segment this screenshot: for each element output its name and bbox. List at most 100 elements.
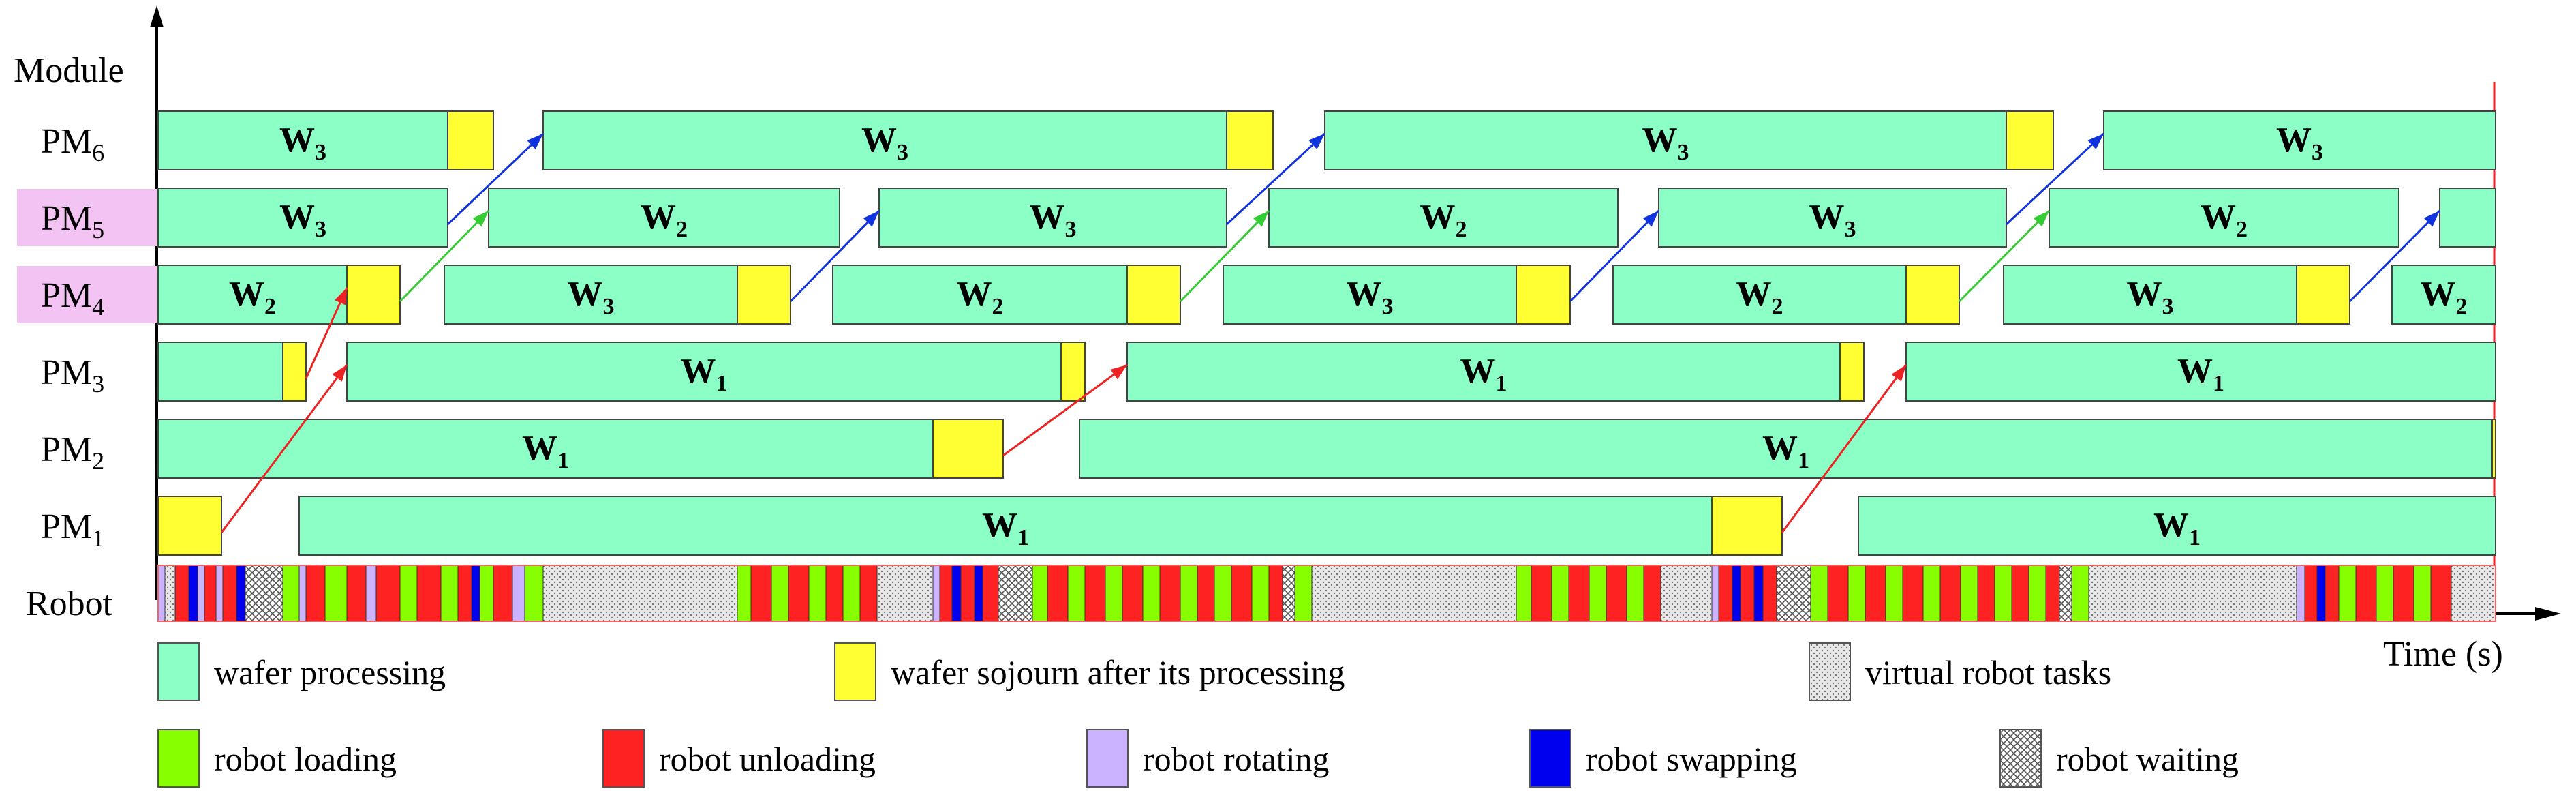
robot-segment-unloading-18	[416, 565, 442, 622]
robot-segment-loading-62	[1551, 565, 1569, 622]
row-highlight-pm5	[17, 189, 157, 246]
robot-segment-unloading-16	[375, 565, 401, 622]
robot-segment-loading-60	[1516, 565, 1532, 622]
transfer-arrowhead-icon-1	[472, 211, 489, 227]
processing-block-pm3-6	[1905, 342, 2496, 402]
robot-segment-loading-53	[1214, 565, 1232, 622]
robot-segment-virtual-103	[2451, 565, 2496, 622]
row-label-pm5: PM5	[41, 199, 104, 243]
robot-segment-virtual-35	[876, 565, 934, 622]
processing-block-pm6-0	[157, 110, 448, 170]
robot-segment-virtual-59	[1311, 565, 1517, 622]
legend-swatch-sojourn	[834, 642, 876, 701]
robot-segment-loading-86	[1994, 565, 2012, 622]
sojourn-block-pm1-0	[157, 496, 222, 556]
robot-segment-unloading-5	[204, 565, 217, 622]
robot-segment-unloading-85	[1977, 565, 1995, 622]
row-label-robot: Robot	[26, 584, 113, 623]
robot-segment-loading-101	[2413, 565, 2432, 622]
sojourn-block-pm3-5	[1839, 342, 1865, 402]
wafer-label-pm5-0: W3	[279, 198, 326, 242]
transfer-arrowhead-icon-2	[527, 134, 543, 150]
robot-segment-unloading-70	[1718, 565, 1733, 622]
robot-segment-loading-64	[1589, 565, 1607, 622]
robot-segment-swapping-71	[1732, 565, 1741, 622]
robot-segment-rotating-15	[365, 565, 377, 622]
transfer-arrow-6	[1179, 209, 1270, 303]
robot-segment-loading-55	[1251, 565, 1270, 622]
robot-segment-unloading-14	[346, 565, 367, 622]
robot-segment-unloading-2	[174, 565, 189, 622]
sojourn-block-pm3-1	[282, 342, 307, 402]
robot-segment-loading-17	[399, 565, 418, 622]
transfer-arrow-11	[2005, 132, 2105, 226]
legend-label-sojourn: wafer sojourn after its processing	[891, 653, 1345, 691]
robot-segment-unloading-67	[1643, 565, 1661, 622]
legend-swatch-processing	[157, 642, 200, 701]
robot-segment-unloading-94	[2304, 565, 2318, 622]
wafer-label-pm2-0: W1	[522, 429, 569, 473]
robot-segment-unloading-61	[1531, 565, 1552, 622]
legend-swatch-loading	[157, 729, 200, 788]
robot-segment-loading-31	[808, 565, 827, 622]
processing-block-pm4-10	[2003, 265, 2297, 325]
processing-block-pm3-0	[157, 342, 283, 402]
transfer-arrow-5	[1002, 363, 1128, 457]
processing-block-pm4-12	[2391, 265, 2496, 325]
y-axis-title: Module	[14, 51, 124, 90]
legend-label-unloading: robot unloading	[659, 740, 876, 778]
robot-segment-unloading-28	[750, 565, 772, 622]
transfer-arrowhead-icon-0	[332, 365, 347, 382]
robot-segment-virtual-26	[542, 565, 738, 622]
robot-segment-loading-66	[1626, 565, 1644, 622]
robot-segment-rotating-6	[215, 565, 224, 622]
transfer-arrowhead-icon-7	[1308, 134, 1325, 149]
legend-swatch-swapping	[1529, 729, 1571, 788]
robot-segment-unloading-72	[1740, 565, 1755, 622]
robot-segment-loading-97	[2338, 565, 2357, 622]
robot-segment-loading-45	[1067, 565, 1086, 622]
robot-segment-swapping-38	[951, 565, 962, 622]
processing-block-pm4-4	[832, 265, 1128, 325]
robot-segment-unloading-81	[1902, 565, 1924, 622]
wafer-label-pm4-4: W2	[957, 275, 1004, 319]
sojourn-block-pm4-9	[1905, 265, 1960, 325]
sojourn-block-pm3-3	[1060, 342, 1086, 402]
legend-label-loading: robot loading	[214, 740, 397, 778]
processing-block-pm4-0	[157, 265, 348, 325]
legend-swatch-virtual	[1809, 642, 1851, 701]
robot-segment-unloading-87	[2011, 565, 2029, 622]
robot-segment-unloading-50	[1159, 565, 1181, 622]
sojourn-block-pm6-1	[447, 110, 494, 170]
wafer-label-pm6-4: W3	[1642, 121, 1689, 165]
transfer-arrow-1	[399, 209, 490, 303]
wafer-label-pm3-6: W1	[2177, 352, 2224, 396]
wafer-label-pm3-4: W1	[1460, 352, 1507, 396]
robot-segment-loading-13	[324, 565, 348, 622]
robot-segment-unloading-32	[825, 565, 844, 622]
robot-segment-unloading-52	[1197, 565, 1215, 622]
row-label-pm4: PM4	[41, 276, 104, 320]
processing-block-pm5-3	[1268, 188, 1619, 248]
transfer-arrowhead-icon-5	[1110, 365, 1127, 380]
robot-segment-rotating-0	[157, 565, 166, 622]
robot-segment-unloading-54	[1231, 565, 1253, 622]
transfer-arrows	[220, 132, 2441, 533]
transfer-arrow-0	[220, 364, 348, 533]
legend-label-rotating: robot rotating	[1143, 740, 1330, 778]
row-highlight-pm4	[17, 266, 157, 323]
robot-segment-loading-33	[842, 565, 861, 622]
robot-segment-unloading-20	[457, 565, 472, 622]
transfer-arrow-10	[1958, 209, 2051, 303]
robot-segment-rotating-93	[2296, 565, 2305, 622]
processing-block-pm5-5	[2049, 188, 2399, 248]
robot-segment-loading-78	[1847, 565, 1866, 622]
wafer-label-pm3-2: W1	[681, 352, 728, 396]
robot-segment-virtual-68	[1660, 565, 1713, 622]
legend-label-swapping: robot swapping	[1586, 740, 1797, 778]
row-highlights	[17, 189, 157, 323]
transfer-arrowhead-icon-3	[334, 288, 347, 305]
sojourn-block-pm4-1	[346, 265, 401, 325]
